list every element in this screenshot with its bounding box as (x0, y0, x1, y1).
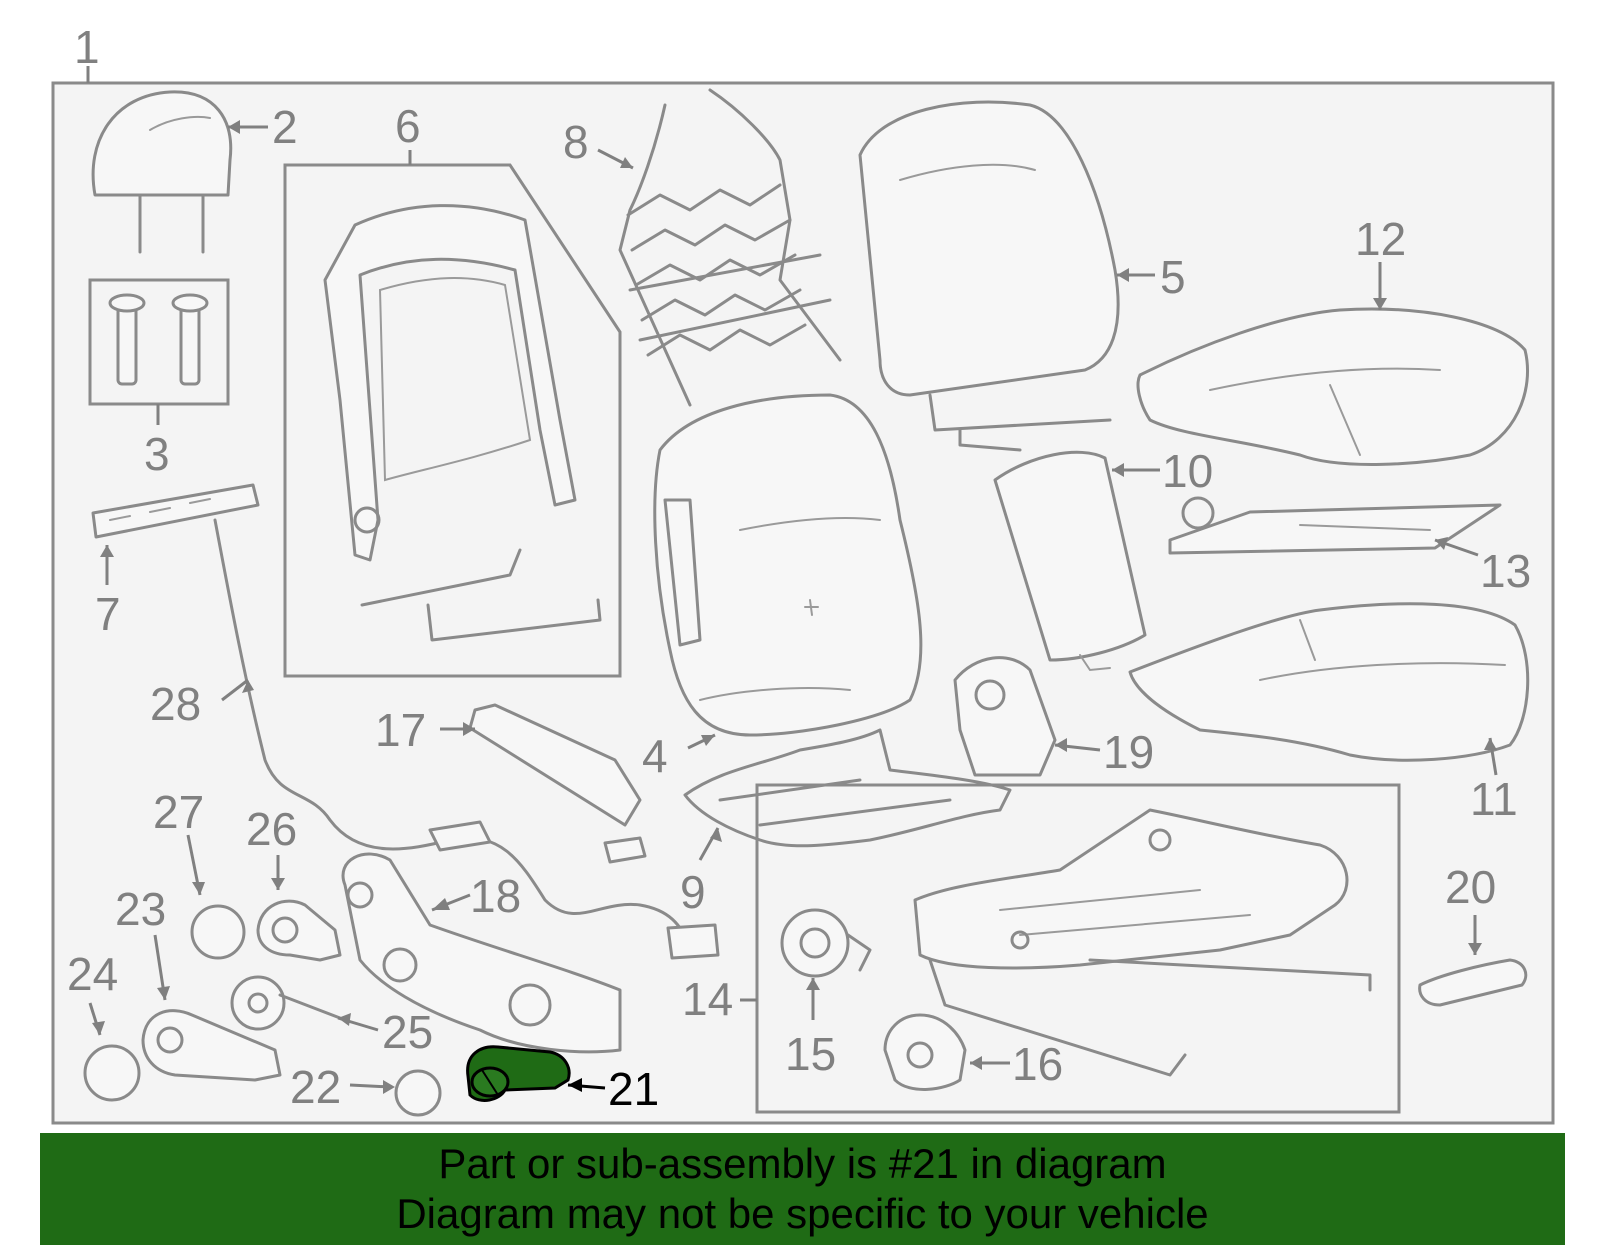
part-26-handle (256, 899, 342, 962)
callout-4: 4 (642, 730, 668, 782)
banner-line-2: Diagram may not be specific to your vehi… (396, 1190, 1209, 1237)
callout-3: 3 (144, 428, 170, 480)
part-18-recliner-cover (341, 852, 622, 1054)
part-2-headrest (91, 90, 233, 254)
part-13-heater-pad (1168, 496, 1502, 555)
callout-25: 25 (382, 1006, 433, 1058)
part-9-cushion-spring (683, 728, 1012, 848)
callout-27: 27 (153, 786, 204, 838)
part-5-seatback-cover (858, 100, 1120, 452)
callout-13: 13 (1480, 545, 1531, 597)
callout-11: 11 (1470, 773, 1518, 825)
callout-12: 12 (1355, 213, 1406, 265)
part-14-box (755, 783, 1401, 1114)
callout-14: 14 (682, 973, 733, 1025)
banner-line-1: Part or sub-assembly is #21 in diagram (438, 1140, 1167, 1187)
part-21-handle-highlighted (466, 1045, 571, 1102)
part-14-seat-adjuster (913, 808, 1372, 1077)
part-6-box (283, 163, 622, 678)
callout-8: 8 (563, 116, 589, 168)
callout-26: 26 (246, 803, 297, 855)
part-8-spring-mat (618, 88, 842, 407)
callout-2: 2 (272, 101, 298, 153)
part-4-seatback-pad (653, 393, 923, 737)
callout-9: 9 (680, 866, 706, 918)
callout-19: 19 (1103, 726, 1154, 778)
callout-7: 7 (95, 588, 121, 640)
callout-10: 10 (1162, 445, 1213, 497)
part-23-lever (141, 1009, 282, 1082)
part-15-motor (780, 908, 872, 978)
callout-18: 18 (470, 870, 521, 922)
part-3-headrest-guides (108, 293, 209, 386)
callout-28: 28 (150, 678, 201, 730)
callout-24: 24 (67, 948, 118, 1000)
part-27-cap (190, 904, 246, 960)
part-28-wire-harness (213, 518, 692, 947)
callout-6: 6 (395, 100, 421, 152)
callout-23: 23 (115, 883, 166, 935)
part-12-cushion-cover (1136, 307, 1530, 466)
part-25-handle (230, 975, 342, 1031)
part-19-motor (953, 656, 1057, 777)
callout-5: 5 (1160, 251, 1186, 303)
callout-16: 16 (1012, 1038, 1063, 1090)
part-16-motor (883, 1013, 967, 1091)
callout-1: 1 (74, 21, 100, 73)
part-24-cap (83, 1044, 141, 1102)
info-banner: Part or sub-assembly is #21 in diagram D… (40, 1133, 1565, 1245)
callout-21: 21 (608, 1063, 659, 1115)
part-7-module (91, 483, 260, 539)
part-10-insulator (993, 450, 1147, 672)
callout-20: 20 (1445, 861, 1496, 913)
part-6-seatback-frame (323, 204, 602, 642)
part-11-cushion-pad (1128, 602, 1530, 762)
leader-arrowheads (92, 120, 1497, 1094)
callout-15: 15 (785, 1028, 836, 1080)
callout-22: 22 (290, 1061, 341, 1113)
part-22-cap (394, 1069, 442, 1117)
callout-17: 17 (375, 704, 426, 756)
part-20-trim (1418, 958, 1528, 1007)
